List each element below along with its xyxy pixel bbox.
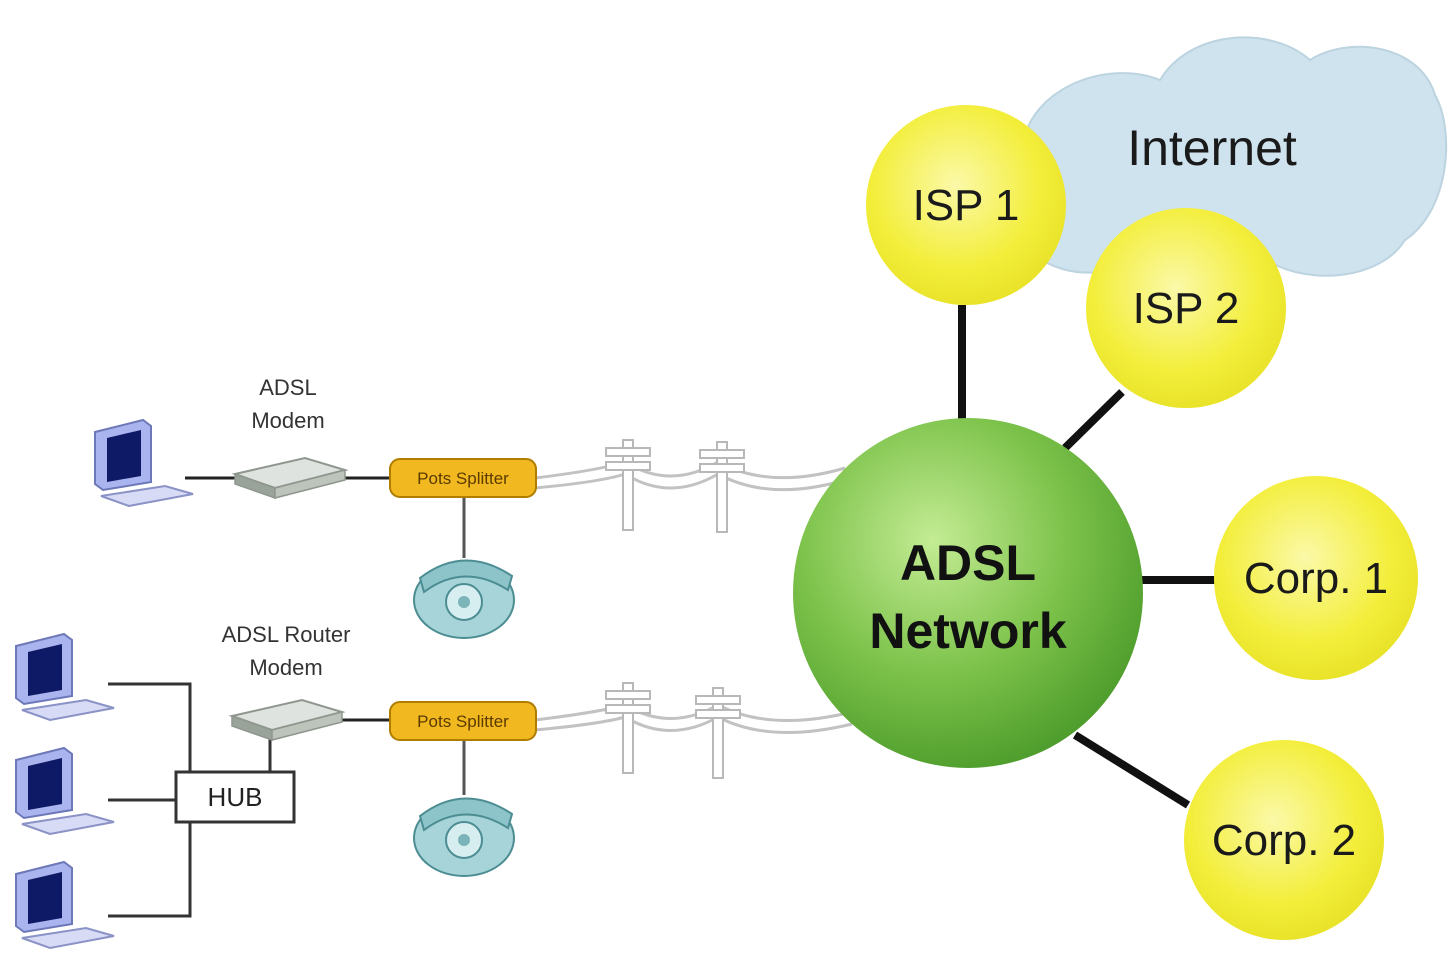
core-label-line2: Network [869,603,1066,659]
node-isp2[interactable]: ISP 2 [1086,208,1286,408]
computer-icon [15,747,115,835]
node-corp2[interactable]: Corp. 2 [1184,740,1384,940]
phone-line-top-b [534,472,846,492]
phone-line-bottom-a [534,703,853,723]
computer-icon [15,861,115,949]
pole-bottom-2 [695,687,741,779]
bottom-branch: HUB ADSL Router Modem Pots Splitter [15,622,537,949]
computer-icon [15,633,115,721]
corp2-label: Corp. 2 [1212,816,1356,865]
pots-splitter-bottom[interactable]: Pots Splitter [389,701,537,741]
pots-splitter-top[interactable]: Pots Splitter [389,458,537,498]
hub[interactable]: HUB [174,770,296,824]
adsl-network-core[interactable]: ADSL Network [793,418,1143,768]
pole-top-2 [699,441,745,533]
telephone-icon [413,797,515,877]
router-label-line2: Modem [249,655,322,680]
splitter-label-top: Pots Splitter [417,469,509,488]
adsl-router-modem-icon [231,699,343,741]
telephone-icon [413,559,515,639]
phone-line-top-a [534,460,846,480]
isp1-label: ISP 1 [913,181,1020,230]
router-label-line1: ADSL Router [222,622,351,647]
modem-label-line1: ADSL [259,375,316,400]
computer-icon [94,419,194,507]
telephone-poles [605,439,745,779]
phone-line-bottom-b [534,715,853,735]
top-branch: ADSL Modem Pots Splitter [94,375,537,639]
internet-cloud: Internet [971,36,1448,284]
isp2-label: ISP 2 [1133,284,1240,333]
pole-top-1 [605,439,651,531]
pole-bottom-1 [605,682,651,774]
link-isp2 [1062,389,1125,451]
node-isp1[interactable]: ISP 1 [866,105,1066,305]
core-links [958,305,1218,809]
splitter-label-bottom: Pots Splitter [417,712,509,731]
hub-label: HUB [208,782,263,812]
core-label-line1: ADSL [900,535,1036,591]
node-corp1[interactable]: Corp. 1 [1214,476,1418,680]
link-corp2 [1072,731,1191,809]
phone-lines [534,460,853,735]
internet-label: Internet [1127,120,1297,176]
modem-label-line2: Modem [251,408,324,433]
adsl-modem-icon [234,457,346,499]
corp1-label: Corp. 1 [1244,554,1388,603]
